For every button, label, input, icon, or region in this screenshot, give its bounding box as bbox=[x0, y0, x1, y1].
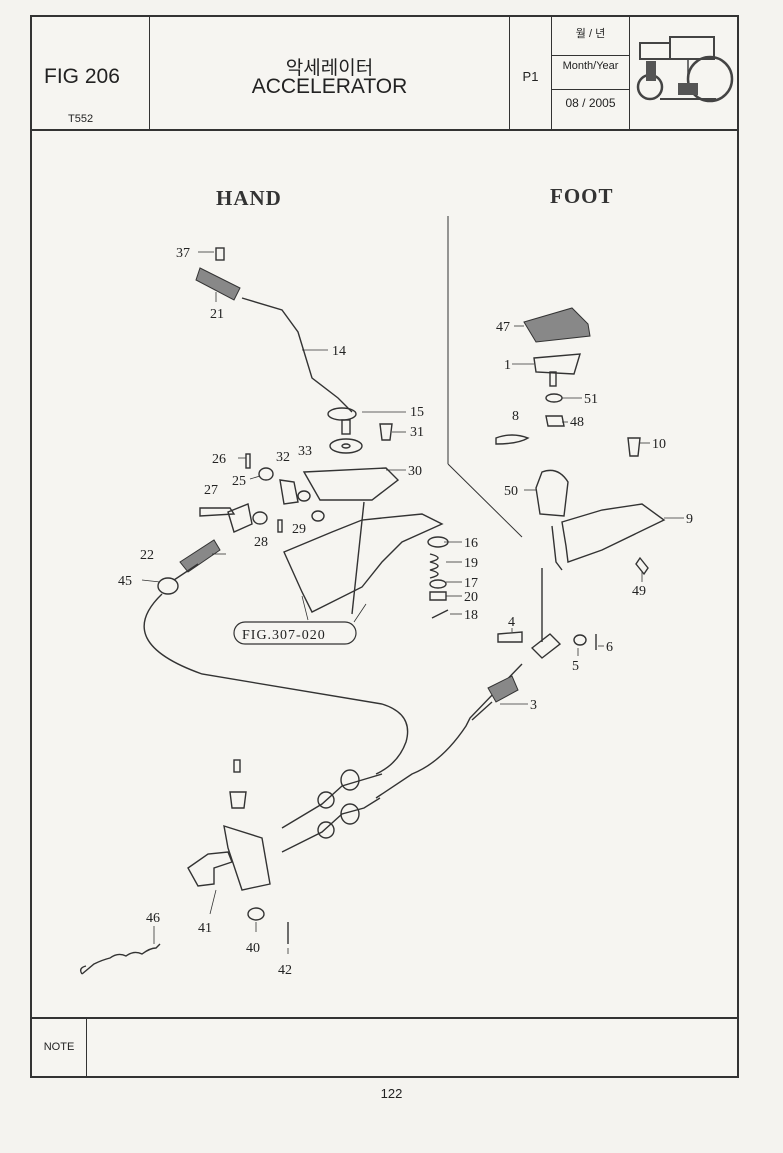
date-value: 08 / 2005 bbox=[552, 89, 629, 110]
callout-47: 47 bbox=[496, 320, 510, 335]
bracket-30 bbox=[302, 467, 400, 501]
page-code-cell: P1 bbox=[510, 17, 552, 129]
callout-46: 46 bbox=[146, 911, 160, 926]
title-english: ACCELERATOR bbox=[251, 75, 408, 98]
callout-18: 18 bbox=[464, 608, 478, 623]
pedal-bracket bbox=[561, 503, 666, 563]
callout-30: 30 bbox=[408, 464, 422, 479]
section-hand-heading: HAND bbox=[216, 186, 282, 210]
tractor-logo-cell bbox=[630, 17, 739, 129]
section-divider-diagonal bbox=[447, 463, 523, 538]
spring-8 bbox=[495, 434, 530, 445]
callout-17: 17 bbox=[464, 576, 478, 591]
callout-33: 33 bbox=[298, 444, 312, 459]
callout-9: 9 bbox=[686, 512, 693, 527]
callout-16: 16 bbox=[464, 536, 478, 551]
callout-37: 37 bbox=[176, 246, 190, 261]
foot-cable bbox=[375, 663, 523, 799]
callout-28: 28 bbox=[254, 535, 268, 550]
callout-20: 20 bbox=[464, 590, 478, 605]
callout-15: 15 bbox=[410, 405, 424, 420]
callout-22: 22 bbox=[140, 548, 154, 563]
exploded-view-diagram: HAND FOOT bbox=[79, 184, 693, 978]
callout-25: 25 bbox=[232, 474, 246, 489]
callout-10: 10 bbox=[652, 437, 666, 452]
callout-1: 1 bbox=[504, 358, 511, 373]
lever-rod bbox=[241, 297, 353, 413]
callout-40: 40 bbox=[246, 941, 260, 956]
hand-cable bbox=[143, 593, 409, 775]
rubber-boot bbox=[535, 469, 569, 517]
mounting-plate bbox=[283, 513, 444, 613]
catalog-sheet: FIG 206 T552 악세레이터 ACCELERATOR P1 월 / 년 … bbox=[30, 15, 739, 1078]
fig-cell: FIG 206 T552 bbox=[32, 17, 150, 129]
month-year-label: Month/Year bbox=[552, 55, 629, 72]
callout-31: 31 bbox=[410, 425, 424, 440]
note-row: NOTE bbox=[32, 1017, 737, 1076]
header-block: FIG 206 T552 악세레이터 ACCELERATOR P1 월 / 년 … bbox=[32, 17, 737, 131]
hand-lever-group bbox=[195, 247, 357, 435]
callout-50: 50 bbox=[504, 484, 518, 499]
callout-4: 4 bbox=[508, 615, 515, 630]
callout-21: 21 bbox=[210, 307, 224, 322]
callout-27: 27 bbox=[204, 483, 218, 498]
fig-reference: FIG.307-020 bbox=[242, 628, 326, 643]
callout-32: 32 bbox=[276, 450, 290, 465]
section-foot-heading: FOOT bbox=[550, 184, 614, 208]
title-korean: 악세레이터 bbox=[285, 58, 374, 79]
callout-29: 29 bbox=[292, 522, 306, 537]
callout-41: 41 bbox=[198, 921, 212, 936]
callout-51: 51 bbox=[584, 392, 598, 407]
lever-grip bbox=[195, 267, 241, 301]
callout-48: 48 bbox=[570, 415, 584, 430]
callout-5: 5 bbox=[572, 659, 579, 674]
callout-45: 45 bbox=[118, 574, 132, 589]
page-code: P1 bbox=[522, 69, 539, 84]
month-year-korean: 월 / 년 bbox=[575, 28, 606, 40]
tractor-icon bbox=[636, 36, 734, 103]
lever-plate-41 bbox=[223, 824, 271, 891]
model-code: T552 bbox=[68, 113, 94, 125]
page-number: 122 bbox=[380, 1086, 403, 1101]
callout-3: 3 bbox=[530, 698, 537, 713]
callout-26: 26 bbox=[212, 452, 226, 467]
pedal-pad bbox=[523, 307, 591, 343]
note-label: NOTE bbox=[32, 1019, 87, 1076]
fig-label: FIG 206 bbox=[44, 65, 120, 88]
callout-14: 14 bbox=[332, 344, 346, 359]
callout-19: 19 bbox=[464, 556, 478, 571]
title-cell: 악세레이터 ACCELERATOR bbox=[150, 17, 510, 129]
callout-6: 6 bbox=[606, 640, 613, 655]
callout-49: 49 bbox=[632, 584, 646, 599]
date-cell: 월 / 년 Month/Year 08 / 2005 bbox=[552, 17, 630, 129]
callout-42: 42 bbox=[278, 963, 292, 978]
fig-reference-box bbox=[233, 621, 357, 645]
callout-8: 8 bbox=[512, 409, 519, 424]
